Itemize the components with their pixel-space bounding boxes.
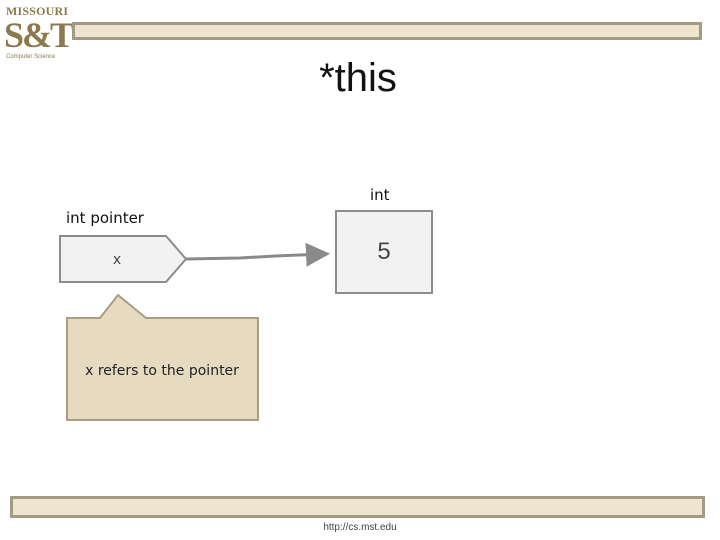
int-value: 5: [377, 238, 391, 265]
footer-url[interactable]: http://cs.mst.edu: [323, 522, 397, 533]
pointer-box: [59, 235, 188, 283]
top-decorative-bar: [72, 22, 702, 40]
callout-box: [66, 293, 259, 421]
university-logo: MISSOURI S&T Computer Science: [4, 4, 74, 62]
logo-line-3: Computer Science: [6, 54, 56, 60]
pointer-type-label: int pointer: [66, 209, 144, 227]
bottom-decorative-bar: [10, 496, 705, 518]
logo-line-1: MISSOURI: [6, 4, 69, 18]
int-type-label: int: [370, 186, 390, 204]
callout-text: x refers to the pointer: [85, 363, 239, 379]
slide-title: *this: [319, 56, 397, 100]
pointer-arrow: [185, 242, 330, 267]
logo-line-2: S&T: [4, 15, 74, 55]
int-value-box: 5: [335, 210, 433, 294]
pointer-variable-name: x: [113, 252, 121, 268]
